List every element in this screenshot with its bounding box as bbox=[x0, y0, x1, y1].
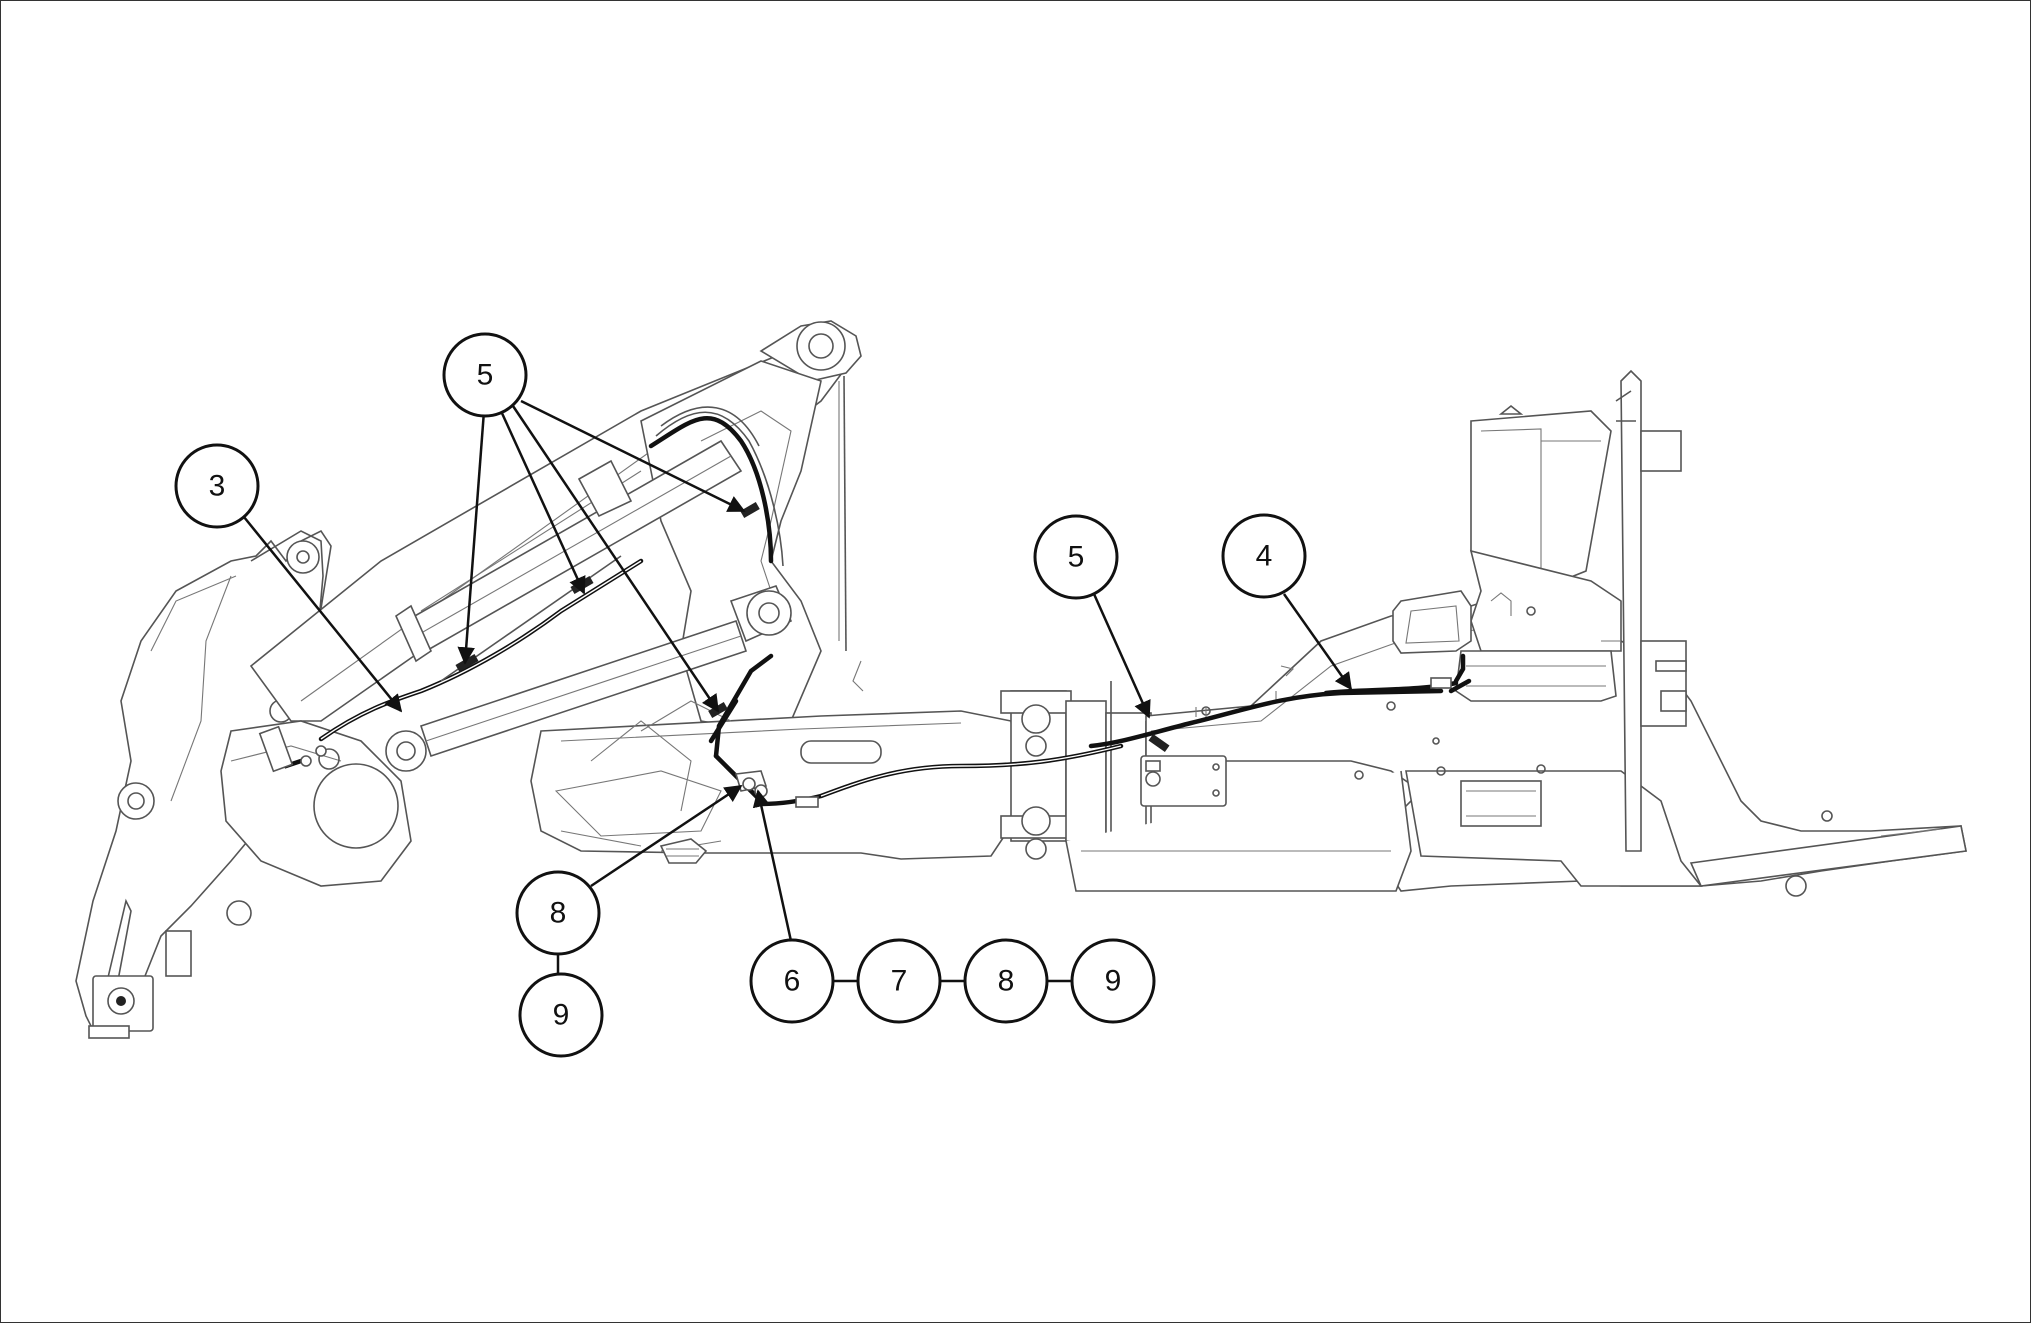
leader-lines bbox=[243, 399, 1353, 983]
lift-cylinder bbox=[394, 439, 743, 663]
callout-6-label: 6 bbox=[784, 965, 801, 998]
callout-5-right-label: 5 bbox=[1068, 541, 1085, 574]
callout-5-top-label: 5 bbox=[477, 359, 494, 392]
callout-7: 7 bbox=[856, 938, 942, 1024]
mid-frame bbox=[530, 700, 1022, 864]
callout-8-left-label: 8 bbox=[550, 897, 567, 930]
callout-7-label: 7 bbox=[891, 965, 908, 998]
hose-fitting-mid bbox=[795, 796, 819, 808]
callout-9-chain: 9 bbox=[1070, 938, 1156, 1024]
callout-3: 3 bbox=[174, 443, 260, 529]
control-box bbox=[1140, 755, 1227, 807]
callout-9-chain-label: 9 bbox=[1105, 965, 1122, 998]
hose-fitting-rear bbox=[1430, 677, 1452, 689]
cab-base bbox=[1392, 369, 1687, 852]
callout-6: 6 bbox=[749, 938, 835, 1024]
boom-arm bbox=[249, 320, 864, 732]
callout-9-left-label: 9 bbox=[553, 999, 570, 1032]
tilt-cylinder bbox=[385, 585, 793, 772]
pivot-hub bbox=[220, 720, 412, 887]
hose-fitting-front bbox=[258, 725, 294, 773]
callout-5-top: 5 bbox=[442, 332, 528, 418]
callout-8-chain: 8 bbox=[963, 938, 1049, 1024]
machine-outline bbox=[75, 320, 1967, 1039]
callout-5-right: 5 bbox=[1033, 514, 1119, 600]
callout-8-left: 8 bbox=[515, 870, 601, 956]
callout-4: 4 bbox=[1221, 513, 1307, 599]
callout-9-left: 9 bbox=[518, 972, 604, 1058]
callout-3-label: 3 bbox=[209, 470, 226, 503]
callout-4-label: 4 bbox=[1256, 540, 1273, 573]
callout-8-chain-label: 8 bbox=[998, 965, 1015, 998]
